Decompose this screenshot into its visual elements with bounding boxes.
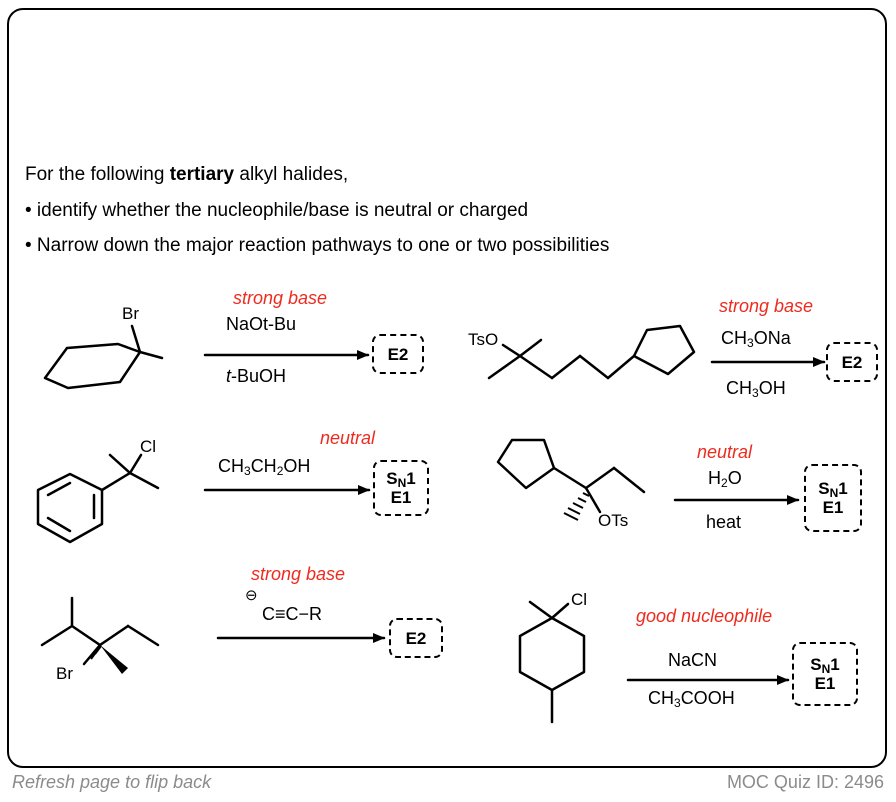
molecule-4-ring bbox=[496, 438, 556, 490]
condition-label-3: neutral bbox=[320, 428, 376, 448]
molecule-6-ring bbox=[518, 616, 586, 692]
refresh-link[interactable]: Refresh page to flip back bbox=[12, 772, 212, 792]
wedge-bond bbox=[100, 645, 128, 674]
molecule-5-br-label: Br bbox=[56, 664, 73, 683]
hash-bond-5 bbox=[90, 642, 103, 660]
reagent-above-4: H2O bbox=[708, 468, 742, 490]
reagent-above-6: NaCN bbox=[668, 650, 718, 670]
molecule-3-cl-label: Cl bbox=[140, 437, 157, 456]
reagent-above-3: CH3CH2OH bbox=[218, 456, 311, 478]
hash-bond-4 bbox=[563, 492, 590, 521]
condition-label-5: strong base bbox=[251, 564, 346, 584]
reagent-above-2: CH3ONa bbox=[721, 328, 791, 350]
intro-line: For the following tertiary alkyl halides… bbox=[25, 164, 349, 185]
molecule-1-br-label: Br bbox=[122, 304, 139, 323]
condition-label-2: strong base bbox=[719, 296, 814, 316]
molecule-6-cl-label: Cl bbox=[571, 590, 588, 609]
intro-bullet-2: • Narrow down the major reaction pathway… bbox=[25, 235, 610, 256]
quiz-id: MOC Quiz ID: 2496 bbox=[726, 772, 884, 792]
reagent-below-2: CH3OH bbox=[726, 378, 786, 400]
product-box-1[interactable]: E2 bbox=[372, 334, 424, 374]
quiz-card[interactable] bbox=[7, 8, 887, 768]
molecule-1-br-bond bbox=[130, 324, 142, 354]
molecule-4-ots-label: OTs bbox=[598, 511, 629, 530]
reagent-below-4: heat bbox=[706, 512, 742, 532]
molecule-1-ring bbox=[43, 342, 142, 390]
condition-label-4: neutral bbox=[697, 442, 753, 462]
condition-label-1: strong base bbox=[233, 288, 328, 308]
intro-bullet-1: • identify whether the nucleophile/base … bbox=[25, 200, 529, 221]
product-box-2[interactable]: E2 bbox=[826, 342, 878, 382]
molecule-2-ring bbox=[632, 324, 696, 376]
reagent-below-6: CH3COOH bbox=[648, 688, 735, 710]
condition-label-6: good nucleophile bbox=[636, 606, 773, 626]
reagent-above-5: C≡C−R bbox=[262, 604, 323, 624]
reagent-above-1: NaOt-Bu bbox=[226, 314, 297, 334]
molecule-2-tso-label: TsO bbox=[468, 330, 499, 349]
reagent-charge-5: ⊖ bbox=[245, 587, 258, 604]
reagent-below-1: t-BuOH bbox=[226, 366, 287, 386]
product-box-5[interactable]: E2 bbox=[389, 618, 443, 658]
molecule-1-methyl bbox=[138, 350, 164, 360]
